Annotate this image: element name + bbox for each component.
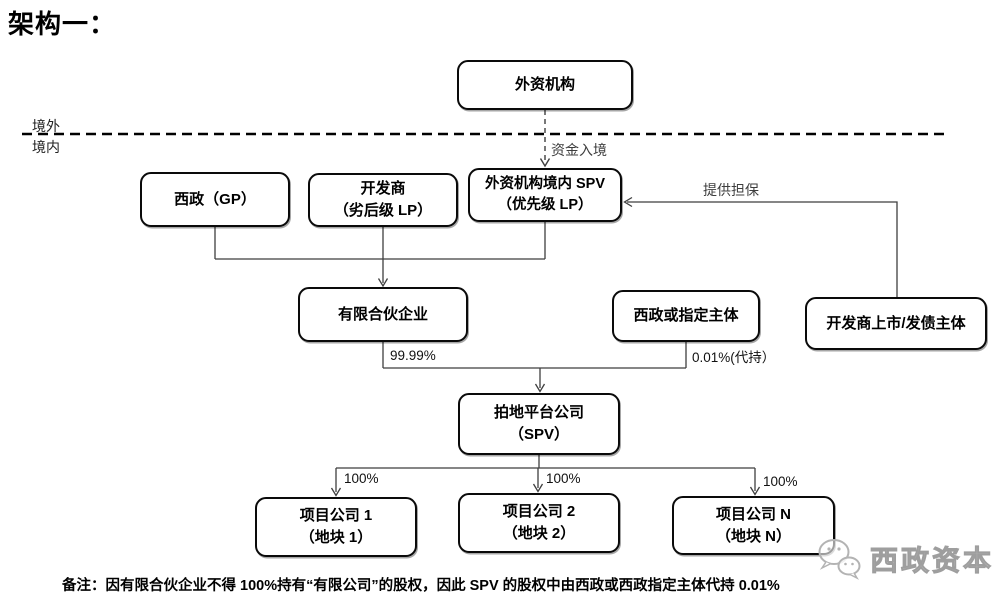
node-label: 西政（GP） <box>174 190 256 208</box>
footnote: 备注：因有限合伙企业不得 100%持有“有限公司”的股权，因此 SPV 的股权中… <box>62 578 780 594</box>
node-label: （地块 2） <box>502 525 576 542</box>
arrowhead-guarantee <box>623 196 633 208</box>
node-label: （地块 N） <box>715 527 791 545</box>
arrowhead-partnership <box>377 278 389 288</box>
node-label: 项目公司 N <box>715 505 791 523</box>
page-title: 架构一： <box>8 9 117 39</box>
node-foreign-domestic-spv: 外资机构境内 SPV （优先级 LP） <box>468 168 622 222</box>
node-label: 开发商上市/发债主体 <box>826 314 966 332</box>
node-limited-partnership: 有限合伙企业 <box>298 287 468 342</box>
node-label: （劣后级 LP） <box>333 202 433 219</box>
edge-label-project2-share: 100% <box>546 471 581 486</box>
node-label: （地块 1） <box>299 529 373 546</box>
node-foreign-institution: 外资机构 <box>457 60 633 110</box>
node-xizheng-gp: 西政（GP） <box>140 172 290 227</box>
node-project-company-2: 项目公司 2 （地块 2） <box>458 493 620 553</box>
arrowhead-spv <box>534 383 546 393</box>
arrowhead-capital-entry <box>539 158 551 168</box>
arrowhead-project2 <box>532 483 544 493</box>
node-developer-listed-entity: 开发商上市/发债主体 <box>805 297 987 350</box>
node-label: 西政或指定主体 <box>633 307 739 325</box>
edge-label-projectn-share: 100% <box>763 474 798 489</box>
node-label: （优先级 LP） <box>497 197 593 213</box>
node-developer-junior-lp: 开发商 （劣后级 LP） <box>308 173 458 227</box>
node-xizheng-nominee: 西政或指定主体 <box>612 290 760 342</box>
node-land-platform-spv: 拍地平台公司 （SPV） <box>458 393 620 455</box>
node-label: 项目公司 2 <box>502 503 576 521</box>
node-label: 外资机构 <box>514 76 575 94</box>
node-label: 项目公司 1 <box>299 507 373 525</box>
region-label-onshore: 境内 <box>32 139 60 155</box>
arrowhead-project1 <box>330 487 342 497</box>
arrowhead-projectn <box>749 486 761 496</box>
node-label: 拍地平台公司 <box>493 404 584 422</box>
node-project-company-1: 项目公司 1 （地块 1） <box>255 497 417 557</box>
edge-label-lp-share: 99.99% <box>390 348 436 363</box>
node-label: 开发商 <box>360 180 406 198</box>
node-label: （SPV） <box>508 426 569 443</box>
node-label: 有限合伙企业 <box>337 305 428 323</box>
region-label-offshore: 境外 <box>32 118 60 134</box>
edge-label-project1-share: 100% <box>344 471 379 486</box>
edge-label-capital-entry: 资金入境 <box>551 142 607 158</box>
node-project-company-n: 项目公司 N （地块 N） <box>672 496 835 555</box>
edge-label-guarantee: 提供担保 <box>703 182 759 198</box>
node-label: 外资机构境内 SPV <box>484 175 606 192</box>
edge-label-nominee-share: 0.01%(代持） <box>692 350 776 365</box>
